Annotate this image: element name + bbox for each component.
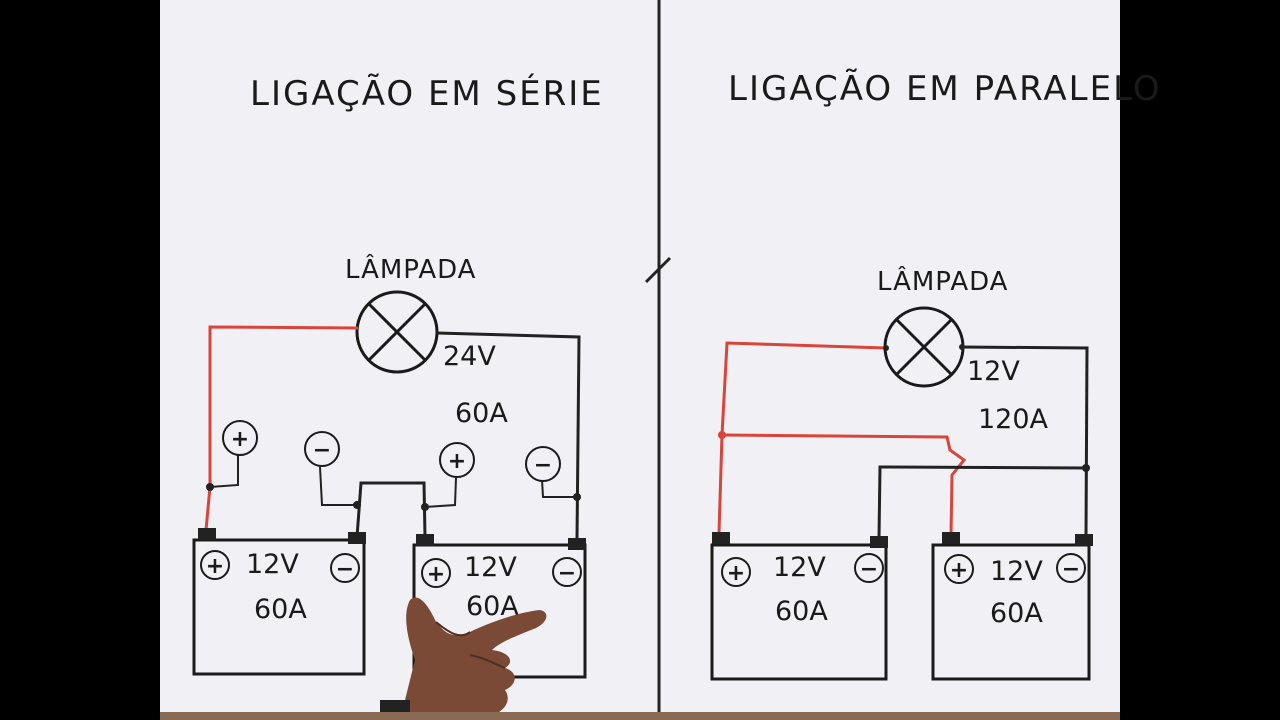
parallel-battery-1: + − 12V 60A: [710, 532, 888, 681]
series-battery-2-voltage: 12V: [464, 552, 517, 583]
board-bottom-edge: [160, 712, 1120, 720]
parallel-battery-2-current: 60A: [990, 598, 1043, 629]
divider-mark: [644, 256, 672, 284]
parallel-battery-2-voltage: 12V: [990, 556, 1043, 587]
series-sign-leader-1: [209, 455, 239, 488]
series-sign-leader-4: [541, 479, 577, 498]
series-battery-1-plus: +: [206, 554, 224, 579]
plus-terminal-icon: +: [439, 442, 475, 478]
series-battery-1-current: 60A: [254, 594, 307, 625]
parallel-diagram: LIGAÇÃO EM PARALELO LÂMPADA 12V 120A + −: [710, 69, 1162, 681]
lamp-icon: [355, 290, 439, 374]
series-sign-leader-2: [319, 466, 357, 506]
series-black-wire-return: [436, 331, 581, 541]
series-battery-2-minus: −: [558, 561, 576, 586]
series-battery-1-minus: −: [336, 557, 354, 582]
series-lamp-label: LÂMPADA: [345, 253, 476, 285]
parallel-lamp-label: LÂMPADA: [877, 265, 1008, 297]
series-battery-2-plus: +: [427, 562, 445, 587]
parallel-battery-2-minus: −: [1062, 557, 1080, 582]
series-battery-1-voltage: 12V: [246, 549, 299, 580]
parallel-current: 120A: [978, 404, 1049, 435]
parallel-battery-1-voltage: 12V: [773, 552, 826, 583]
parallel-title: LIGAÇÃO EM PARALELO: [728, 69, 1162, 109]
parallel-battery-2: + − 12V 60A: [931, 532, 1093, 681]
series-sign-leader-3: [424, 477, 457, 508]
series-sign-1: +: [231, 427, 249, 452]
series-sign-3: +: [448, 449, 466, 474]
parallel-red-wire-inner: [721, 433, 967, 536]
series-sign-4: −: [534, 453, 552, 478]
parallel-battery-1-current: 60A: [775, 596, 828, 627]
parallel-battery-2-plus: +: [950, 558, 968, 583]
minus-terminal-icon: −: [525, 446, 561, 482]
parallel-black-wire-inner: [877, 465, 1087, 539]
parallel-battery-1-plus: +: [727, 561, 745, 586]
series-title: LIGAÇÃO EM SÉRIE: [250, 73, 604, 114]
minus-terminal-icon: −: [304, 431, 340, 467]
series-current: 60A: [455, 398, 508, 429]
parallel-black-wire-outer: [961, 345, 1089, 537]
series-battery-1: + − 12V 60A: [192, 528, 366, 676]
plus-terminal-icon: +: [222, 420, 258, 456]
series-diagram: LIGAÇÃO EM SÉRIE LÂMPADA 24V 60A + −: [192, 73, 604, 679]
series-sign-2: −: [313, 438, 331, 463]
parallel-voltage: 12V: [967, 356, 1020, 387]
series-red-wire: [204, 325, 359, 531]
parallel-battery-1-minus: −: [860, 557, 878, 582]
parallel-red-wire-outer: [717, 341, 887, 534]
series-voltage: 24V: [443, 341, 496, 372]
